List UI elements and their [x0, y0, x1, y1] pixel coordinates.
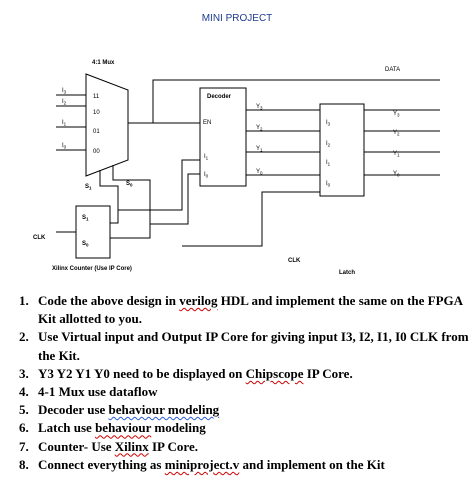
task-item: 4. 4-1 Mux use dataflow [14, 383, 469, 401]
decoder-out-y1: Y1 [256, 146, 263, 153]
latch-clk-label: CLK [288, 258, 301, 264]
task-text: Y3 Y2 Y1 Y0 need to be displayed on [38, 365, 246, 381]
task-number: 1. [19, 293, 29, 308]
mux-code-11: 11 [93, 94, 100, 100]
task-item: 6. Latch use behaviour modeling [14, 419, 469, 437]
mux-input-i2: I2 [62, 99, 67, 106]
decoder-input-i0: I0 [204, 172, 209, 179]
latch-input-i3: I3 [326, 120, 331, 127]
mux-input-i1: I1 [62, 120, 67, 127]
latch-block [319, 103, 365, 197]
decoder-input-i1: I1 [204, 154, 209, 161]
task-text: modeling [151, 420, 206, 436]
task-text: Code the above design in [38, 293, 180, 308]
mux-block [85, 73, 129, 177]
task-text: HDL and implement the same on the FPGA K… [38, 293, 463, 327]
task-item: 8. Connect everything as miniproject.v an… [14, 456, 469, 474]
latch-input-i0: I0 [326, 181, 331, 188]
decoder-label: Decoder [207, 94, 232, 100]
mux-s1-wire [99, 170, 119, 224]
counter-out-s1: S1 [82, 215, 89, 222]
task-text: behaviour [95, 420, 152, 436]
task-text: Latch use [38, 420, 96, 436]
task-item: 2. Use Virtual input and Output IP Core f… [14, 328, 469, 364]
task-item: 3. Y3 Y2 Y1 Y0 need to be displayed on Ch… [14, 365, 469, 383]
mux-code-10: 10 [93, 110, 100, 116]
decoder-out-y2: Y2 [256, 125, 263, 132]
task-number: 4. [19, 384, 29, 400]
counter-to-decoder-i1-wire [118, 159, 200, 211]
counter-out-s0: S0 [82, 241, 89, 248]
task-item: 1. Code the above design in verilog HDL a… [14, 292, 469, 328]
task-text: Connect everything as [38, 456, 165, 472]
task-number: 8. [19, 456, 29, 472]
decoder-out-y3: Y3 [256, 104, 263, 111]
diagram-title: MINI PROJECT [202, 13, 273, 24]
mux-label: 4:1 Mux [92, 60, 115, 66]
task-text: verilog [179, 293, 218, 308]
decoder-block [199, 87, 247, 187]
task-text: Decoder use [38, 402, 109, 418]
counter-to-decoder-i0-wire [150, 173, 200, 225]
task-number: 5. [19, 402, 29, 418]
output-y3: Y3 [393, 111, 400, 118]
task-text: IP Core. [303, 365, 353, 381]
decoder-enable: EN [203, 120, 211, 126]
task-list: 1. Code the above design in verilog HDL a… [14, 292, 469, 474]
output-y0: Y0 [393, 171, 400, 178]
data-wire [152, 79, 440, 123]
task-text: Counter- Use [38, 438, 115, 454]
task-item: 5. Decoder use behaviour modeling [14, 401, 469, 419]
task-text: behaviour modeling [108, 402, 220, 418]
data-label: DATA [385, 67, 400, 73]
mux-code-01: 01 [93, 129, 100, 135]
latch-input-i2: I2 [326, 141, 331, 148]
task-text: Use Virtual input and Output IP Core for… [38, 329, 469, 363]
output-y2: Y2 [393, 130, 400, 137]
latch-input-i1: I1 [326, 160, 331, 167]
mux-s0-wire [110, 165, 151, 239]
task-number: 6. [19, 420, 29, 436]
task-text: Xilinx [114, 438, 149, 454]
task-text: Chipscope [245, 365, 304, 381]
mux-input-i3: I3 [62, 88, 67, 95]
counter-caption: Xilinx Counter (Use IP Core) [52, 266, 132, 272]
task-number: 2. [19, 329, 29, 345]
decoder-out-y0: Y0 [256, 169, 263, 176]
latch-label: Latch [339, 270, 355, 276]
task-number: 7. [19, 438, 29, 454]
mux-select-s0: S0 [126, 181, 133, 188]
task-number: 3. [19, 365, 29, 381]
counter-clk-label: CLK [33, 235, 46, 241]
task-item: 7. Counter- Use Xilinx IP Core. [14, 438, 469, 456]
mux-input-i0: I0 [62, 143, 67, 150]
task-text: and implement on the Kit [239, 456, 385, 472]
task-text: 4-1 Mux use dataflow [38, 384, 158, 400]
latch-clk-wire [182, 191, 320, 247]
mux-select-s1: S1 [85, 184, 92, 191]
mux-code-00: 00 [93, 149, 100, 155]
block-diagram: MINI PROJECT [33, 13, 440, 276]
output-y1: Y1 [393, 151, 400, 158]
task-text: IP Core. [148, 438, 198, 454]
counter-block [75, 205, 111, 259]
task-text: miniproject.v [164, 456, 240, 472]
